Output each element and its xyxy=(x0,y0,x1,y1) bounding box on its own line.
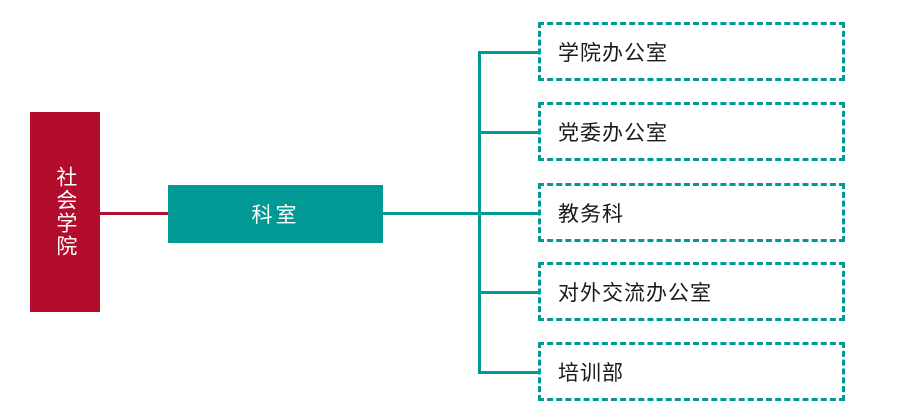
root-node-society-college[interactable]: 社会学院 xyxy=(30,112,100,312)
branch-node-label: 科室 xyxy=(251,203,300,227)
connector-root-to-branch xyxy=(98,212,170,215)
leaf-node-label-5: 培训部 xyxy=(558,360,624,385)
leaf-node-5[interactable]: 培训部 xyxy=(538,342,845,401)
leaf-node-label-1: 学院办公室 xyxy=(558,40,668,65)
leaf-node-3[interactable]: 教务科 xyxy=(538,183,845,242)
connector-vertical-trunk xyxy=(478,51,481,372)
connector-stub-4 xyxy=(478,291,540,294)
connector-stub-5 xyxy=(478,371,540,374)
branch-node-departments[interactable]: 科室 xyxy=(168,185,383,243)
leaf-node-label-3: 教务科 xyxy=(558,201,624,226)
connector-stub-1 xyxy=(478,51,540,54)
leaf-node-1[interactable]: 学院办公室 xyxy=(538,22,845,81)
connector-branch-to-trunk xyxy=(381,212,540,215)
connector-stub-2 xyxy=(478,131,540,134)
root-node-label: 社会学院 xyxy=(53,166,78,258)
connector-stub-3 xyxy=(478,212,540,215)
leaf-node-4[interactable]: 对外交流办公室 xyxy=(538,262,845,321)
leaf-node-label-2: 党委办公室 xyxy=(558,120,668,145)
leaf-node-label-4: 对外交流办公室 xyxy=(558,280,712,305)
leaf-node-2[interactable]: 党委办公室 xyxy=(538,102,845,161)
